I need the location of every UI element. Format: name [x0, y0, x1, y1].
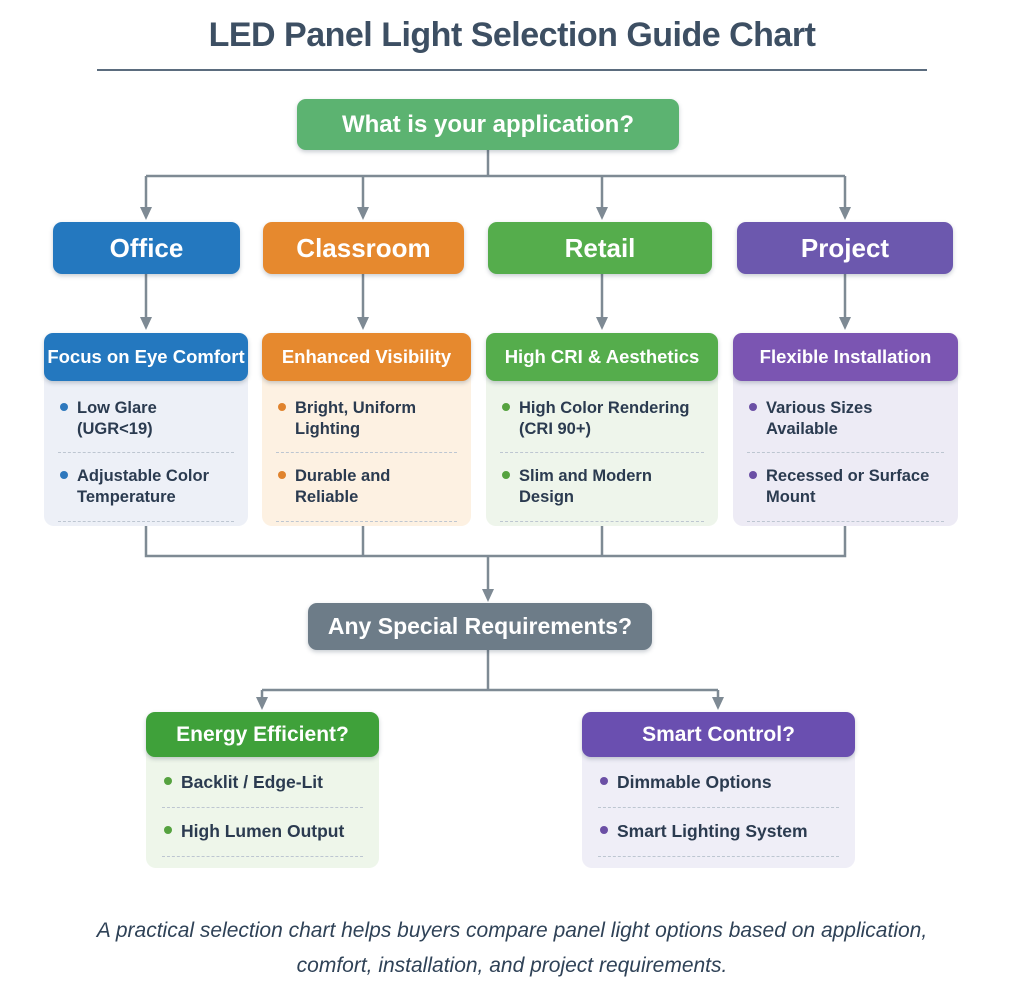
- list-item-label: Recessed or Surface Mount: [766, 467, 930, 506]
- list-item: Smart Lighting System: [598, 808, 839, 857]
- bullet-dot-icon: [502, 471, 510, 480]
- list-item: Low Glare (UGR<19): [58, 389, 234, 454]
- card-office-header: Focus on Eye Comfort: [44, 333, 248, 381]
- bullet-dot-icon: [164, 777, 172, 785]
- list-item-label: Various Sizes Available: [766, 399, 873, 438]
- card-project: Flexible Installation Various Sizes Avai…: [733, 333, 958, 526]
- list-item: Durable and Reliable: [276, 453, 457, 522]
- list-item: Slim and Modern Design: [500, 453, 704, 522]
- list-item-label: Adjustable Color Temperature: [77, 467, 210, 506]
- bullet-dot-icon: [60, 471, 68, 480]
- card-smart-header: Smart Control?: [582, 712, 855, 757]
- card-classroom-header: Enhanced Visibility: [262, 333, 471, 381]
- list-item-label: Dimmable Options: [617, 772, 772, 792]
- list-item-label: Smart Lighting System: [617, 820, 808, 841]
- list-item-label: High Color Rendering (CRI 90+): [519, 399, 690, 438]
- list-item: High Lumen Output: [162, 808, 363, 857]
- list-item-label: Bright, Uniform Lighting: [295, 399, 416, 438]
- caption-line-2: comfort, installation, and project requi…: [296, 953, 728, 977]
- category-box-project: Project: [737, 222, 953, 274]
- card-office: Focus on Eye Comfort Low Glare (UGR<19) …: [44, 333, 248, 526]
- list-item-label: Backlit / Edge-Lit: [181, 772, 323, 792]
- card-classroom: Enhanced Visibility Bright, Uniform Ligh…: [262, 333, 471, 526]
- caption: A practical selection chart helps buyers…: [0, 914, 1024, 983]
- category-box-office: Office: [53, 222, 240, 274]
- card-classroom-panel: Bright, Uniform Lighting Durable and Rel…: [262, 373, 471, 526]
- special-requirements-box: Any Special Requirements?: [308, 603, 652, 650]
- list-item-label: High Lumen Output: [181, 820, 345, 841]
- bullet-dot-icon: [600, 825, 608, 834]
- caption-line-1: A practical selection chart helps buyers…: [96, 919, 928, 942]
- bullet-dot-icon: [278, 403, 286, 411]
- bullet-dot-icon: [749, 471, 757, 480]
- bullet-dot-icon: [749, 403, 757, 411]
- bullet-dot-icon: [60, 403, 68, 411]
- card-retail-panel: High Color Rendering (CRI 90+) Slim and …: [486, 373, 718, 526]
- card-project-panel: Various Sizes Available Recessed or Surf…: [733, 373, 958, 526]
- list-item: Dimmable Options: [598, 763, 839, 808]
- card-energy-panel: Backlit / Edge-Lit High Lumen Output: [146, 749, 379, 868]
- bullet-dot-icon: [600, 777, 608, 785]
- category-box-classroom: Classroom: [263, 222, 464, 274]
- list-item-label: Slim and Modern Design: [519, 467, 652, 506]
- list-item: Recessed or Surface Mount: [747, 453, 944, 522]
- root-question-box: What is your application?: [297, 99, 679, 150]
- card-project-header: Flexible Installation: [733, 333, 958, 381]
- list-item: Various Sizes Available: [747, 389, 944, 454]
- list-item: Bright, Uniform Lighting: [276, 389, 457, 454]
- card-smart-control: Smart Control? Dimmable Options Smart Li…: [582, 712, 855, 868]
- list-item: Backlit / Edge-Lit: [162, 763, 363, 808]
- category-box-retail: Retail: [488, 222, 712, 274]
- bullet-dot-icon: [278, 471, 286, 480]
- title-divider: [97, 69, 927, 71]
- card-retail-header: High CRI & Aesthetics: [486, 333, 718, 381]
- bullet-dot-icon: [164, 825, 172, 834]
- card-smart-panel: Dimmable Options Smart Lighting System: [582, 749, 855, 868]
- card-retail: High CRI & Aesthetics High Color Renderi…: [486, 333, 718, 526]
- card-office-panel: Low Glare (UGR<19) Adjustable Color Temp…: [44, 373, 248, 526]
- list-item-label: Durable and Reliable: [295, 467, 391, 506]
- page-title: LED Panel Light Selection Guide Chart: [208, 16, 816, 54]
- list-item: High Color Rendering (CRI 90+): [500, 389, 704, 454]
- list-item: Adjustable Color Temperature: [58, 453, 234, 522]
- bullet-dot-icon: [502, 403, 510, 411]
- card-energy-efficient: Energy Efficient? Backlit / Edge-Lit Hig…: [146, 712, 379, 868]
- list-item-label: Low Glare (UGR<19): [77, 399, 157, 438]
- card-energy-header: Energy Efficient?: [146, 712, 379, 757]
